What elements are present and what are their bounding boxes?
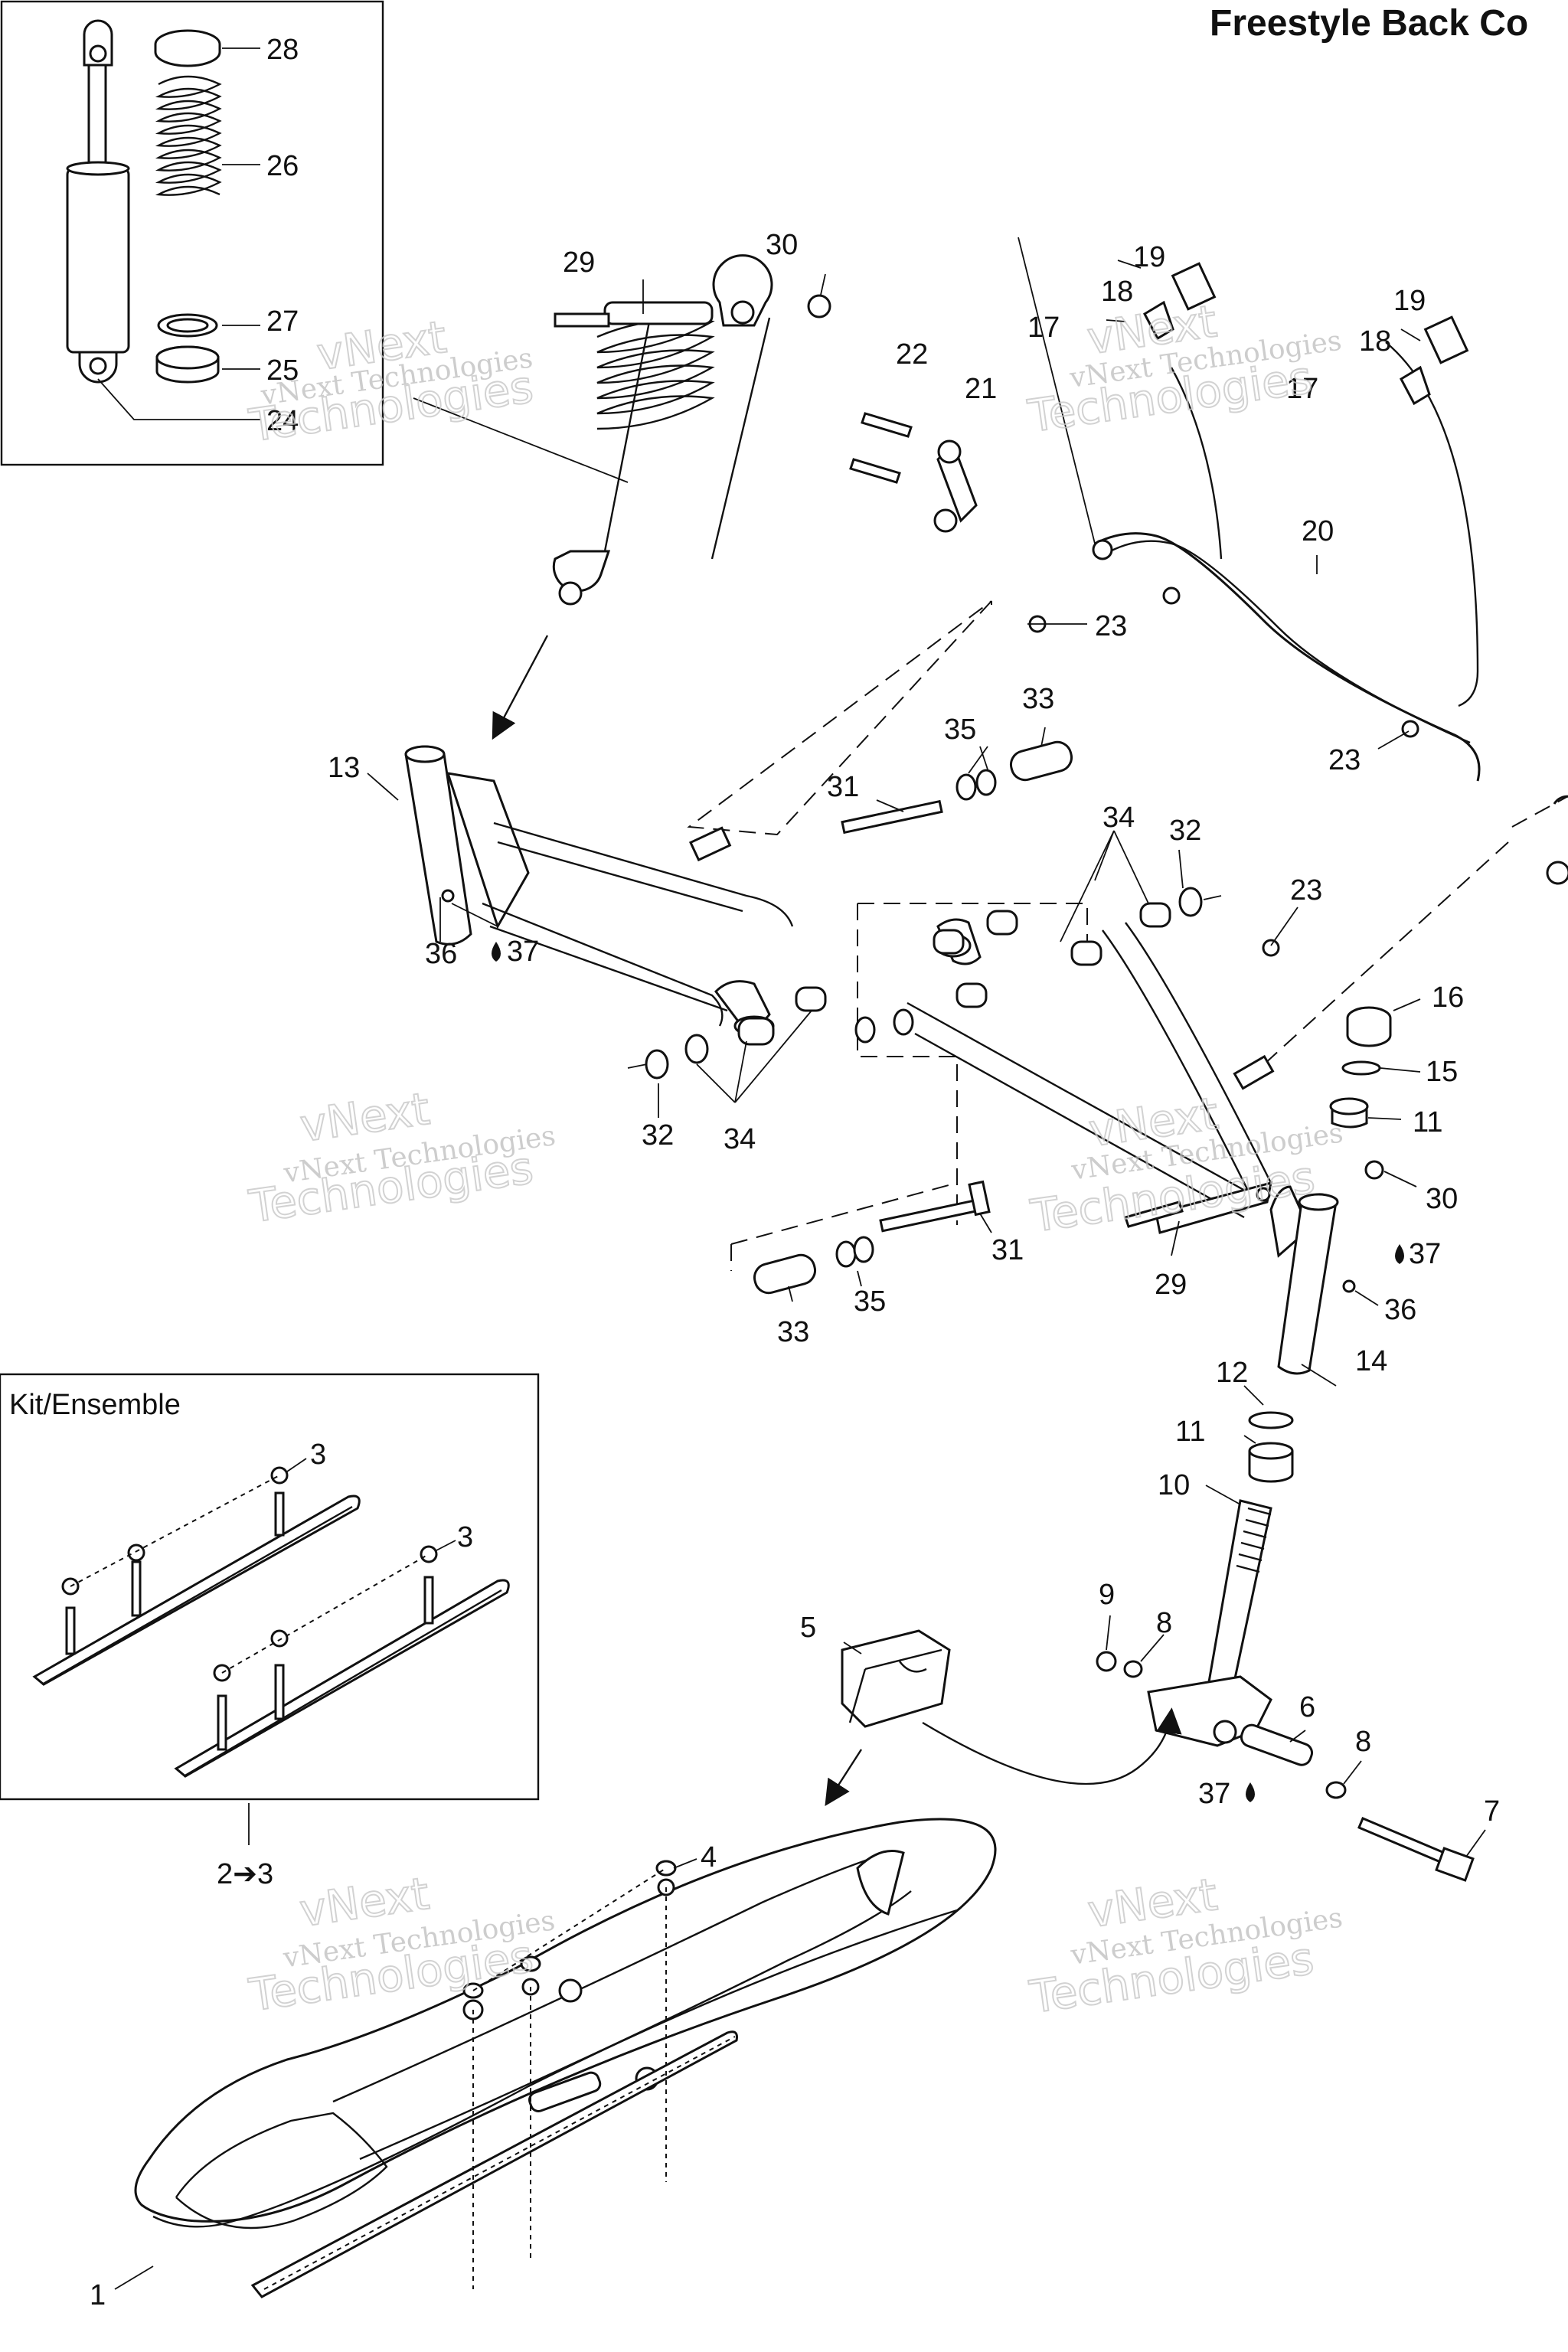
- callout-19a: 19: [1133, 241, 1165, 273]
- lower-pins-drawing: [753, 1180, 991, 1295]
- callout-8b: 8: [1355, 1726, 1371, 1758]
- arrow-right-icon: [922, 1707, 1182, 1785]
- ski-drawing: [134, 1818, 997, 2298]
- callout-29: 29: [563, 247, 595, 279]
- kit-label: Kit/Ensemble: [9, 1389, 181, 1421]
- callout-24: 24: [266, 405, 299, 437]
- callout-3b: 3: [457, 1521, 473, 1553]
- oil-drop-icon: [492, 942, 501, 962]
- callout-31b: 31: [991, 1234, 1024, 1266]
- spring-drawing: [154, 29, 222, 384]
- callout-11b: 11: [1175, 1416, 1205, 1448]
- callout-17a: 17: [1027, 312, 1060, 344]
- callout-10: 10: [1158, 1469, 1190, 1501]
- callout-12: 12: [1216, 1357, 1248, 1389]
- callout-15: 15: [1426, 1056, 1458, 1088]
- callout-31a: 31: [827, 771, 859, 803]
- callout-7: 7: [1484, 1795, 1500, 1828]
- callout-11a: 11: [1413, 1106, 1442, 1138]
- spacer-block-drawing: [841, 1629, 951, 1728]
- lower-a-arm-drawing: [906, 922, 1339, 1375]
- callout-5: 5: [800, 1612, 816, 1644]
- arrow-right-icon: [825, 1749, 863, 1807]
- upper-bushings-drawing: [627, 740, 1222, 1080]
- callout-4: 4: [701, 1841, 717, 1873]
- callout-23a: 23: [1095, 610, 1127, 642]
- shock-inset-box: 28 26 27 25 24: [0, 0, 384, 466]
- kit-reference: 2➔3: [217, 1858, 273, 1890]
- callout-30: 30: [766, 229, 798, 261]
- callout-26: 26: [266, 150, 299, 182]
- pivot-cap-drawing: [1124, 1006, 1392, 1228]
- oil-drop-icon: [1246, 1782, 1255, 1802]
- callout-18a: 18: [1101, 276, 1133, 308]
- page-title: Freestyle Back Co: [1210, 3, 1528, 44]
- oil-drop-icon: [1395, 1244, 1404, 1264]
- callout-8a: 8: [1156, 1607, 1172, 1639]
- callout-14: 14: [1355, 1345, 1387, 1377]
- callout-17b: 17: [1286, 373, 1318, 405]
- callout-21: 21: [965, 373, 997, 405]
- kit-inset-box: Kit/Ensemble 3 3: [0, 1373, 540, 1801]
- main-shock-drawing: [413, 254, 831, 606]
- shock-absorber-drawing: [66, 19, 130, 384]
- callout-29b: 29: [1155, 1269, 1187, 1301]
- callout-20: 20: [1302, 515, 1334, 547]
- callout-18b: 18: [1359, 325, 1391, 358]
- callout-35b: 35: [854, 1285, 886, 1318]
- callout-27: 27: [266, 305, 299, 338]
- callout-9: 9: [1099, 1579, 1115, 1611]
- callout-33b: 33: [777, 1316, 809, 1348]
- callout-30b: 30: [1426, 1183, 1458, 1215]
- callout-28: 28: [266, 34, 299, 66]
- callout-23c: 23: [1290, 874, 1322, 906]
- callout-19b: 19: [1393, 285, 1426, 317]
- callout-37b: 37: [1409, 1238, 1441, 1270]
- callout-25: 25: [266, 354, 299, 387]
- alignment-lines: [687, 600, 1568, 1271]
- callout-6: 6: [1299, 1691, 1315, 1723]
- callout-34a: 34: [1102, 802, 1135, 834]
- upper-a-arm-drawing: [367, 745, 982, 1037]
- callout-37c: 37: [1198, 1778, 1230, 1810]
- callout-36b: 36: [1384, 1294, 1416, 1326]
- callout-32b: 32: [1169, 815, 1201, 847]
- callout-33a: 33: [1022, 683, 1054, 715]
- callout-36a: 36: [425, 938, 457, 970]
- callout-32a: 32: [642, 1119, 674, 1152]
- callout-34b: 34: [724, 1123, 756, 1155]
- watermark-group: vNext Technologies vNext Technologies vN…: [245, 294, 1345, 2024]
- callout-16: 16: [1432, 982, 1464, 1014]
- callout-37a: 37: [507, 936, 539, 968]
- sway-bar-drawing: [849, 237, 1568, 957]
- arrow-right-icon: [492, 635, 549, 740]
- callout-35a: 35: [944, 714, 976, 746]
- callout-1: 1: [90, 2279, 106, 2311]
- callout-3a: 3: [310, 1439, 326, 1471]
- spindle-drawing: [1096, 1411, 1475, 1882]
- callout-13: 13: [328, 752, 360, 784]
- callout-23b: 23: [1328, 744, 1361, 776]
- callout-22: 22: [896, 338, 928, 371]
